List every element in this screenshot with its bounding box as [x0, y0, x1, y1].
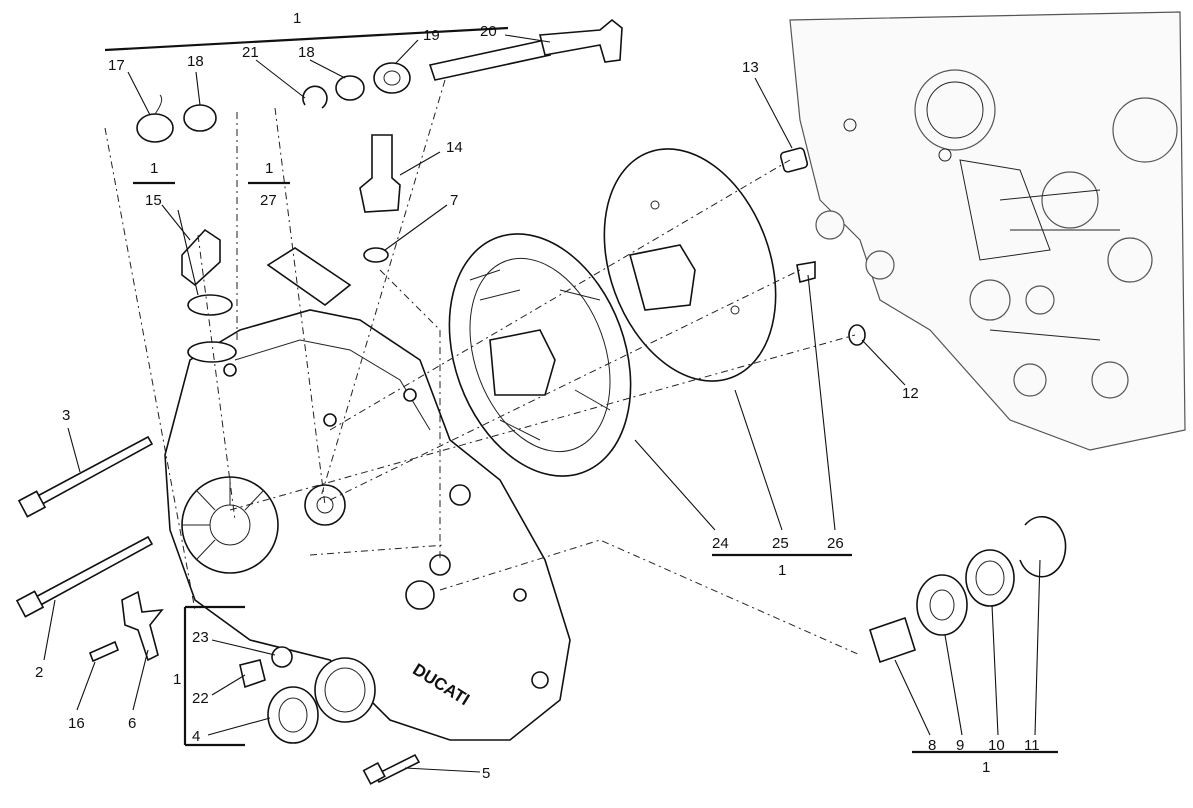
callout-11: 11	[1024, 737, 1040, 754]
callout-22: 22	[192, 690, 209, 707]
callout-5: 5	[482, 765, 490, 782]
callout-20: 20	[480, 23, 497, 40]
callout-18: 18	[298, 44, 315, 61]
callout-6: 6	[128, 715, 136, 732]
neutral-sensor	[359, 134, 401, 263]
callout-1-bottom: 1	[982, 759, 990, 776]
callout-21: 21	[242, 44, 259, 61]
callout-7: 7	[450, 192, 458, 209]
callout-3: 3	[62, 407, 70, 424]
callout-25: 25	[772, 535, 789, 552]
callout-19: 19	[423, 27, 440, 44]
callout-17: 17	[108, 57, 125, 74]
bolts	[15, 435, 421, 785]
oil-filler-cap	[181, 228, 233, 316]
callout-15: 15	[145, 192, 162, 209]
callout-27: 27	[260, 192, 277, 209]
callout-23: 23	[192, 629, 209, 646]
callout-18: 18	[187, 53, 204, 70]
alignment-lines	[104, 79, 861, 656]
callout-4: 4	[192, 728, 200, 745]
callout-10: 10	[988, 737, 1005, 754]
callout-14: 14	[446, 139, 463, 156]
clutch-cover: DUCATI	[164, 309, 571, 741]
callout-1-27: 1	[265, 160, 273, 177]
callout-2: 2	[35, 664, 43, 681]
callout-12: 12	[902, 385, 919, 402]
leader-lines	[43, 34, 1041, 773]
callout-9: 9	[956, 737, 964, 754]
callout-1-15: 1	[150, 160, 158, 177]
callout-labels: 1 17 18 21 18 19 20 13 14 7 1 15 1 27 3 …	[35, 10, 1040, 782]
callout-1-left: 1	[173, 671, 181, 688]
shaft-parts	[779, 147, 1067, 664]
clutch-friction-plate	[603, 148, 777, 382]
callout-24: 24	[712, 535, 729, 552]
callout-8: 8	[928, 737, 936, 754]
callout-1-top: 1	[293, 10, 301, 27]
engine-crankcase	[789, 11, 1186, 451]
callout-26: 26	[827, 535, 844, 552]
callout-1-mid: 1	[778, 562, 786, 579]
warning-label	[266, 247, 352, 306]
group-brackets	[104, 26, 1058, 754]
clutch-pressure-plate	[448, 233, 632, 477]
callout-16: 16	[68, 715, 85, 732]
callout-13: 13	[742, 59, 759, 76]
pushrod-assembly	[136, 18, 623, 143]
